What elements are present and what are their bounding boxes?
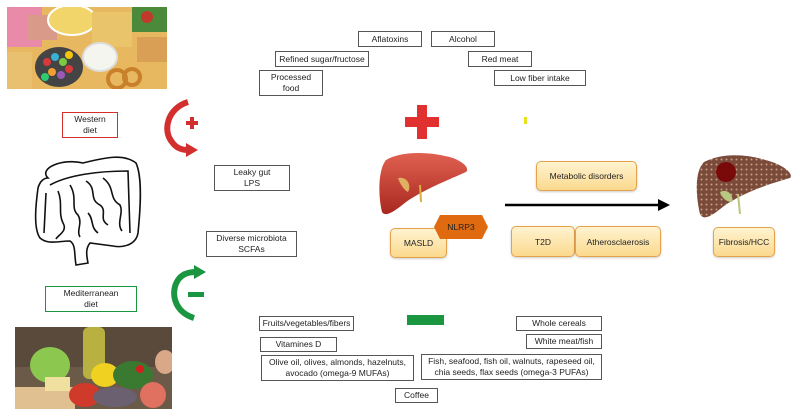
protective-factor-vitamin-d: Vitamines D bbox=[260, 337, 337, 352]
yellow-mark bbox=[524, 117, 527, 124]
leaky-gut-box: Leaky gut LPS bbox=[214, 165, 290, 191]
nlrp3-label: NLRP3 bbox=[447, 222, 475, 232]
diverse-microbiota-text: Diverse microbiota SCFAs bbox=[216, 233, 287, 254]
mediterranean-food-image bbox=[15, 327, 172, 409]
factor-text: Processed food bbox=[270, 72, 312, 93]
western-food-image bbox=[7, 7, 167, 89]
healthy-liver-icon bbox=[379, 153, 468, 215]
diseased-liver-icon bbox=[696, 155, 791, 218]
leaky-gut-text: Leaky gut LPS bbox=[233, 167, 271, 188]
metabolic-disorders-box: Metabolic disorders bbox=[536, 161, 637, 191]
diverse-microbiota-box: Diverse microbiota SCFAs bbox=[206, 231, 297, 257]
western-diet-text: Western diet bbox=[74, 114, 106, 135]
atherosclerosis-box: Atherosclaerosis bbox=[575, 226, 661, 257]
factor-text: Olive oil, olives, almonds, hazelnuts, a… bbox=[268, 357, 406, 378]
progression-arrow-icon bbox=[505, 199, 670, 211]
t2d-box: T2D bbox=[511, 226, 575, 257]
factor-text: Whole cereals bbox=[532, 318, 586, 328]
western-diet-label: Western diet bbox=[62, 112, 118, 138]
factor-text: Alcohol bbox=[449, 33, 477, 44]
protective-factor-white-meat: White meat/fish bbox=[526, 334, 602, 349]
factor-text: White meat/fish bbox=[534, 336, 594, 346]
factor-text: Low fiber intake bbox=[510, 72, 570, 83]
harmful-factor-refined-sugar: Refined sugar/fructose bbox=[275, 51, 369, 67]
harmful-plus-icon bbox=[405, 105, 439, 139]
mediterranean-food-illustration bbox=[15, 327, 172, 409]
harmful-factor-low-fiber: Low fiber intake bbox=[494, 70, 586, 86]
mediterranean-diet-text: Mediterranean diet bbox=[63, 288, 119, 309]
factor-text: Vitamines D bbox=[275, 339, 322, 349]
harmful-factor-alcohol: Alcohol bbox=[431, 31, 495, 47]
protective-factor-whole-cereals: Whole cereals bbox=[516, 316, 602, 331]
minus-icon bbox=[188, 292, 204, 297]
factor-text: Refined sugar/fructose bbox=[279, 53, 365, 64]
masld-text: MASLD bbox=[403, 238, 434, 248]
harmful-factor-aflatoxins: Aflatoxins bbox=[358, 31, 422, 47]
plus-icon bbox=[186, 117, 198, 129]
fibrosis-hcc-text: Fibrosis/HCC bbox=[718, 237, 770, 247]
protective-factor-coffee: Coffee bbox=[395, 388, 438, 403]
factor-text: Fruits/vegetables/fibers bbox=[262, 318, 351, 328]
red-curved-arrow-icon bbox=[164, 99, 198, 157]
protective-factor-fish: Fish, seafood, fish oil, walnuts, rapese… bbox=[421, 354, 602, 380]
mediterranean-diet-label: Mediterranean diet bbox=[45, 286, 137, 312]
factor-text: Fish, seafood, fish oil, walnuts, rapese… bbox=[428, 356, 595, 377]
protective-factor-olive-oil: Olive oil, olives, almonds, hazelnuts, a… bbox=[261, 355, 414, 381]
metabolic-disorders-text: Metabolic disorders bbox=[549, 171, 624, 181]
fibrosis-hcc-box: Fibrosis/HCC bbox=[713, 227, 775, 257]
t2d-text: T2D bbox=[534, 236, 552, 247]
factor-text: Red meat bbox=[481, 53, 519, 64]
protective-factor-fruits: Fruits/vegetables/fibers bbox=[259, 316, 354, 331]
intestine-icon bbox=[34, 156, 142, 266]
harmful-factor-processed-food: Processed food bbox=[259, 70, 323, 96]
nlrp3-hexagon bbox=[434, 215, 488, 239]
green-curved-arrow-icon bbox=[171, 265, 206, 321]
harmful-factor-red-meat: Red meat bbox=[468, 51, 532, 67]
atherosclerosis-text: Atherosclaerosis bbox=[586, 236, 650, 247]
factor-text: Aflatoxins bbox=[371, 33, 409, 44]
protective-minus-icon bbox=[407, 315, 444, 325]
factor-text: Coffee bbox=[404, 390, 429, 400]
western-food-illustration bbox=[7, 7, 167, 89]
